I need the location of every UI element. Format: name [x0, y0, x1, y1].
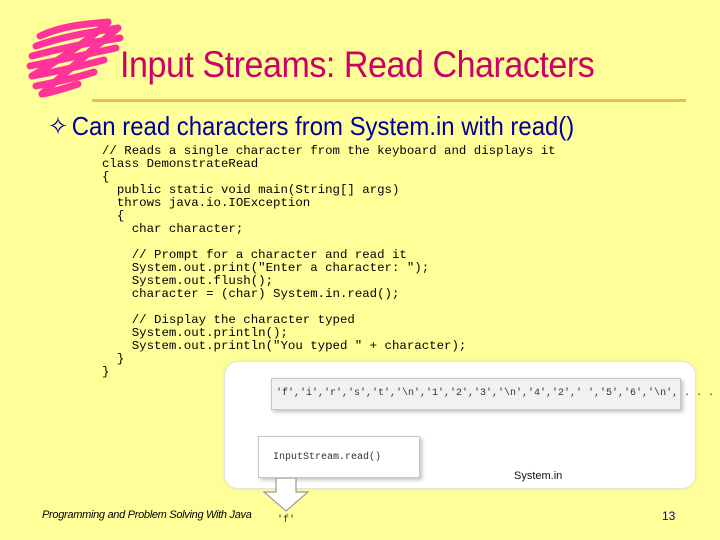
magenta-scribble-icon	[26, 18, 124, 98]
output-character: 'f'	[277, 515, 296, 526]
read-method-box	[258, 436, 420, 478]
bullet-text: Can read characters from System.in with …	[71, 111, 575, 141]
stream-characters: 'f','i','r','s','t','\n','1','2','3','\n…	[276, 388, 715, 399]
title-divider	[92, 99, 686, 102]
read-method-label: InputStream.read()	[273, 452, 382, 463]
footer-text: Programming and Problem Solving With Jav…	[42, 509, 252, 521]
down-arrow-icon	[262, 478, 310, 512]
star-bullet-icon: ✧	[48, 111, 69, 141]
page-number: 13	[662, 509, 676, 523]
system-in-label: System.in	[514, 470, 563, 482]
code-listing: // Reads a single character from the key…	[102, 144, 556, 379]
input-stream-box	[271, 378, 681, 410]
slide-title: Input Streams: Read Characters	[120, 44, 595, 85]
bullet-item: ✧Can read characters from System.in with…	[48, 111, 574, 142]
